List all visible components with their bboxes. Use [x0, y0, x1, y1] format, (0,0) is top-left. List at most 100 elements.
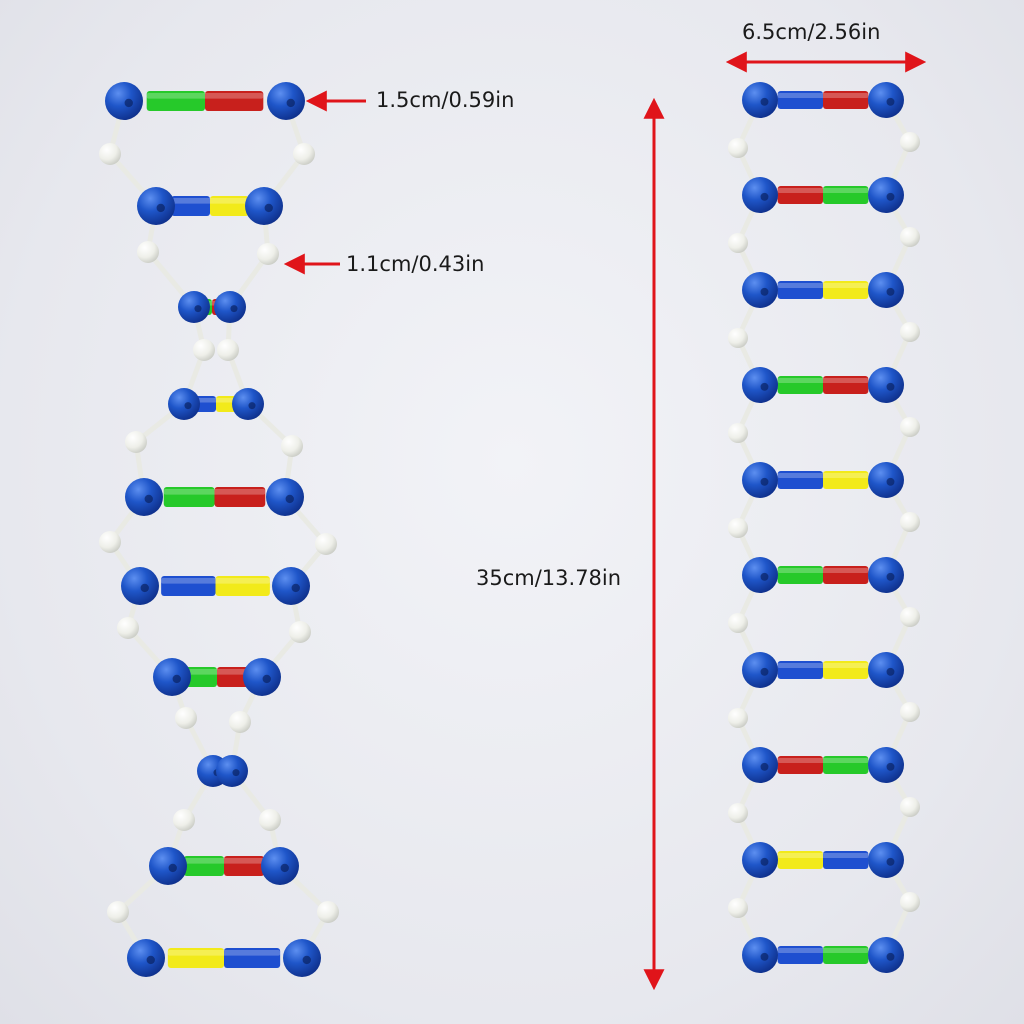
phosphate-sphere: [125, 431, 147, 453]
base-cylinder: [224, 948, 281, 968]
sugar-sphere: [868, 842, 904, 878]
base-cylinder: [823, 946, 869, 964]
phosphate-sphere: [900, 417, 920, 437]
sugar-sphere: [266, 478, 304, 516]
height-label: 35cm/13.78in: [476, 566, 622, 590]
phosphate-sphere: [728, 898, 748, 918]
sugar-sphere: [243, 658, 281, 696]
width-label: 6.5cm/2.56in: [742, 20, 881, 44]
phosphate-sphere: [217, 339, 239, 361]
phosphate-sphere: [900, 132, 920, 152]
phosphate-sphere: [317, 901, 339, 923]
sugar-sphere-hole: [286, 98, 295, 108]
base-cylinder: [210, 196, 249, 216]
base-cylinder: [777, 851, 823, 869]
sugar-sphere: [742, 462, 778, 498]
phosphate-sphere: [900, 702, 920, 722]
sugar-sphere-hole: [886, 572, 895, 581]
sugar-sphere-hole: [886, 97, 895, 106]
base-highlight: [184, 669, 250, 675]
sugar-sphere: [168, 388, 200, 420]
sugar-sphere: [742, 937, 778, 973]
base-highlight: [777, 93, 869, 99]
phosphate-sphere: [900, 512, 920, 532]
base-cylinder: [184, 667, 217, 687]
phosphate-sphere: [728, 518, 748, 538]
phosphate-sphere: [107, 901, 129, 923]
base-cylinder: [777, 471, 823, 489]
sugar-sphere-hole: [760, 97, 769, 106]
sugar-sphere-hole: [760, 857, 769, 866]
base-highlight: [777, 568, 869, 574]
sugar-sphere: [742, 177, 778, 213]
sugar-sphere: [261, 847, 299, 885]
sugar-sphere: [868, 272, 904, 308]
sugar-sphere-hole: [760, 952, 769, 961]
phosphate-sphere: [900, 892, 920, 912]
base-highlight: [161, 578, 270, 584]
base-highlight: [777, 948, 869, 954]
base-cylinder: [161, 576, 216, 596]
sugar-sphere-hole: [124, 98, 133, 108]
phosphate-sphere: [99, 531, 121, 553]
sugar-sphere: [245, 187, 283, 225]
helix-dna-model: [99, 82, 339, 977]
phosphate-sphere: [281, 435, 303, 457]
sugar-sphere-hole: [760, 477, 769, 486]
sugar-sphere-hole: [291, 583, 300, 593]
base-highlight: [777, 663, 869, 669]
base-highlight: [777, 853, 869, 859]
sugar-sphere-hole: [760, 382, 769, 391]
base-cylinder: [217, 667, 250, 687]
phosphate-sphere: [193, 339, 215, 361]
phosphate-sphere: [728, 423, 748, 443]
base-cylinder: [823, 376, 869, 394]
phosphate-sphere: [315, 533, 337, 555]
sugar-sphere-hole: [760, 667, 769, 676]
sugar-sphere: [137, 187, 175, 225]
sugar-sphere: [868, 747, 904, 783]
phosphate-sphere: [137, 241, 159, 263]
sugar-sphere: [214, 291, 246, 323]
base-cylinder: [823, 281, 869, 299]
sugar-sphere: [742, 367, 778, 403]
sugar-sphere-hole: [886, 477, 895, 486]
sugar-sphere-hole: [285, 494, 294, 504]
sugar-sphere-hole: [230, 305, 238, 313]
sugar-sphere-hole: [886, 192, 895, 201]
sugar-sphere: [868, 177, 904, 213]
base-cylinder: [167, 948, 224, 968]
base-cylinder: [163, 487, 215, 507]
sugar-sphere: [742, 557, 778, 593]
sugar-sphere-hole: [184, 402, 192, 410]
base-cylinder: [777, 756, 823, 774]
sugar-sphere: [149, 847, 187, 885]
sugar-sphere: [742, 82, 778, 118]
base-cylinder: [777, 186, 823, 204]
phosphate-sphere: [229, 711, 251, 733]
base-cylinder: [823, 756, 869, 774]
base-cylinder: [777, 376, 823, 394]
base-cylinder: [823, 566, 869, 584]
sugar-sphere-hole: [264, 203, 273, 213]
base-cylinder: [823, 186, 869, 204]
base-highlight: [777, 188, 869, 194]
sugar-sphere: [105, 82, 143, 120]
base-cylinder: [215, 576, 270, 596]
sugar-sphere: [868, 82, 904, 118]
sphere-large-label: 1.5cm/0.59in: [376, 88, 515, 112]
sugar-sphere-hole: [248, 402, 256, 410]
base-highlight: [777, 758, 869, 764]
sugar-sphere: [232, 388, 264, 420]
sugar-sphere: [153, 658, 191, 696]
sugar-sphere-hole: [886, 762, 895, 771]
dimension-arrows: [283, 51, 927, 991]
sugar-sphere: [742, 652, 778, 688]
sugar-sphere-hole: [760, 192, 769, 201]
phosphate-sphere: [175, 707, 197, 729]
base-highlight: [167, 950, 281, 956]
base-highlight: [163, 489, 266, 495]
sugar-sphere: [178, 291, 210, 323]
sugar-sphere: [868, 557, 904, 593]
